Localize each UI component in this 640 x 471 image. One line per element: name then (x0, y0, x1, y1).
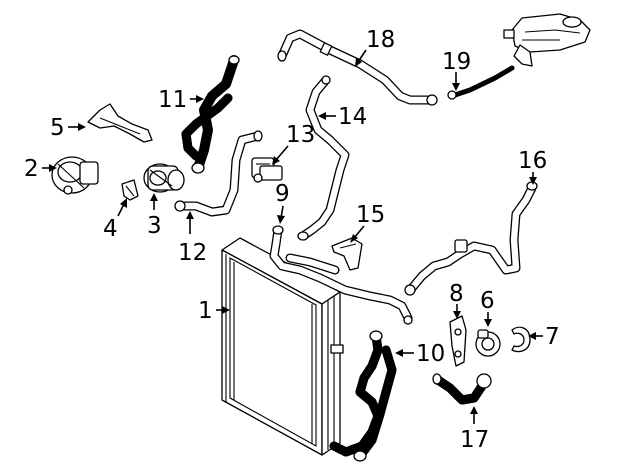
callout-19: 19 (442, 49, 471, 75)
bracket-15 (331, 237, 363, 271)
hose-16 (404, 181, 538, 296)
callout-11: 11 (158, 87, 187, 113)
callout-14: 14 (338, 104, 367, 130)
callout-17: 17 (460, 427, 489, 453)
callout-4: 4 (103, 216, 118, 242)
callout-13: 13 (286, 122, 315, 148)
bracket-8 (449, 315, 467, 367)
leader-lines (42, 49, 543, 424)
callout-8: 8 (449, 281, 464, 307)
hose-11 (181, 55, 240, 174)
hose-19 (447, 65, 515, 100)
callout-7: 7 (545, 324, 560, 350)
hose-17 (432, 373, 492, 405)
pump-6 (475, 329, 501, 357)
hose-10 (329, 330, 397, 462)
callout-1: 1 (198, 298, 213, 324)
callout-5: 5 (50, 115, 65, 141)
callout-2: 2 (24, 156, 39, 182)
bracket-5 (87, 103, 153, 143)
callout-16: 16 (518, 148, 547, 174)
hose-18 (277, 29, 438, 106)
hose-14 (297, 75, 350, 241)
hose-12 (174, 130, 263, 217)
bracket-4 (121, 179, 139, 201)
callout-9: 9 (275, 181, 290, 207)
coolant-reservoir (503, 13, 591, 67)
callout-12: 12 (178, 240, 207, 266)
callout-10: 10 (416, 341, 445, 367)
radiator (221, 237, 344, 456)
pump-2 (51, 156, 99, 195)
callout-15: 15 (356, 202, 385, 228)
callout-6: 6 (480, 288, 495, 314)
callout-3: 3 (147, 213, 162, 239)
hose-9 (269, 225, 413, 325)
clamp-7 (511, 326, 531, 353)
callout-18: 18 (366, 27, 395, 53)
callout-labels: 1 2 3 4 5 6 7 8 9 10 11 12 13 14 15 16 1… (24, 27, 560, 453)
pump-3 (143, 163, 185, 193)
valve-13 (251, 157, 283, 183)
